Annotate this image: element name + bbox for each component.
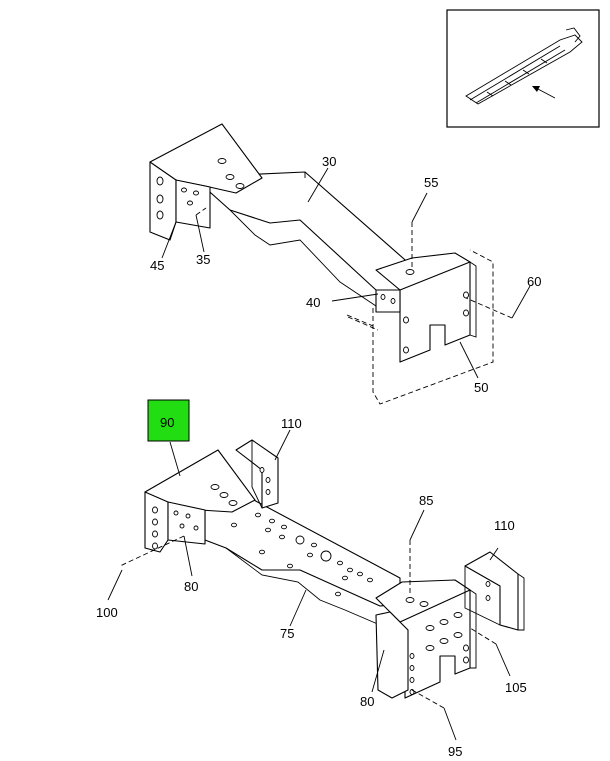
reinforcement-bracket-right [464,551,519,631]
callout-90[interactable]: 90 [160,415,174,430]
inset-frame-rails [465,27,583,105]
callout-110-right[interactable]: 110 [494,518,515,533]
callout-labels: 30 55 45 35 40 60 50 90 110 85 110 80 10… [96,154,541,759]
callout-95[interactable]: 95 [448,744,462,759]
callout-30[interactable]: 30 [322,154,336,169]
locator-inset [446,9,600,128]
tube-hole-pattern [231,512,373,597]
callout-45[interactable]: 45 [150,258,164,273]
callout-80-left[interactable]: 80 [184,579,198,594]
callout-50[interactable]: 50 [474,380,488,395]
lower-crossmember-assembly [144,439,525,699]
right-bracket-upper [399,261,471,363]
callout-105[interactable]: 105 [505,680,527,695]
crossmember-tube-lower [204,497,401,607]
callout-40[interactable]: 40 [306,295,320,310]
callout-110-left[interactable]: 110 [281,416,302,431]
upper-crossmember-assembly [149,123,494,405]
callout-100[interactable]: 100 [96,605,118,620]
leader-lines [107,167,531,741]
locator-arrow-icon [532,86,556,99]
callout-35[interactable]: 35 [196,252,210,267]
plate-bracket-right [375,611,409,699]
callout-60[interactable]: 60 [527,274,541,289]
callout-85[interactable]: 85 [419,493,433,508]
frame-rail-phantom-upper [372,249,494,405]
highlighted-callout-box[interactable] [147,399,190,442]
callout-75[interactable]: 75 [280,626,294,641]
callout-55[interactable]: 55 [424,175,438,190]
callout-80-right[interactable]: 80 [360,694,374,709]
